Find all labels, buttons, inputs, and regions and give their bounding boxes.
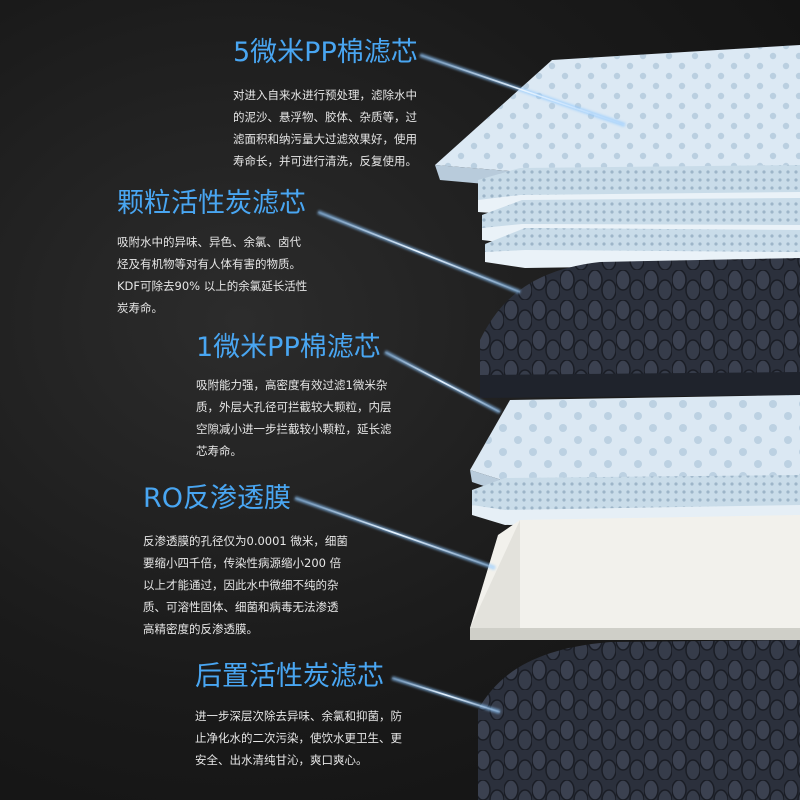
desc-line: 要缩小四千倍，传染性病源缩小200 倍 [143, 556, 342, 570]
desc-line: 安全、出水清纯甘沁，爽口爽心。 [195, 753, 368, 767]
layer-desc-granular-carbon: 吸附水中的异味、异色、余氯、卤代 烃及有机物等对有人体有害的物质。 KDF可除去… [117, 231, 307, 319]
desc-line: 吸附水中的异味、异色、余氯、卤代 [117, 235, 301, 249]
desc-line: 以上才能通过，因此水中微细不纯的杂 [143, 578, 339, 592]
pp-pleated-sheets [478, 165, 800, 268]
carbon-mat-lower [478, 640, 800, 800]
layer-title-pp1: 1微米PP棉滤芯 [196, 332, 381, 363]
layer-title-granular-carbon: 颗粒活性炭滤芯 [117, 188, 306, 219]
desc-line: 空隙减小进一步拦截较小颗粒，延长滤 [196, 422, 392, 436]
pointer-lines [294, 53, 626, 714]
desc-line: 寿命长，并可进行清洗，反复使用。 [233, 154, 417, 168]
pp-1-micron-sheet [470, 395, 800, 525]
layer-title-pp5: 5微米PP棉滤芯 [233, 37, 418, 68]
layer-title-post-carbon: 后置活性炭滤芯 [195, 661, 384, 692]
desc-line: KDF可除去90% 以上的余氯延长活性 [117, 279, 308, 293]
desc-line: 高精密度的反渗透膜。 [143, 622, 258, 636]
layer-desc-pp1: 吸附能力强，高密度有效过滤1微米杂 质，外层大孔径可拦截较大颗粒，内层 空隙减小… [196, 374, 392, 462]
desc-line: 吸附能力强，高密度有效过滤1微米杂 [196, 378, 388, 392]
desc-line: 进一步深层次除去异味、余氯和抑菌，防 [195, 709, 402, 723]
layer-desc-ro-membrane: 反渗透膜的孔径仅为0.0001 微米，细菌 要缩小四千倍，传染性病源缩小200 … [143, 530, 348, 640]
desc-line: 止净化水的二次污染，使饮水更卫生、更 [195, 731, 402, 745]
ro-membrane-slab [470, 515, 800, 640]
layer-title-ro-membrane: RO反渗透膜 [143, 483, 292, 514]
desc-line: 质，外层大孔径可拦截较大颗粒，内层 [196, 400, 392, 414]
layer-desc-post-carbon: 进一步深层次除去异味、余氯和抑菌，防 止净化水的二次污染，使饮水更卫生、更 安全… [195, 705, 402, 771]
desc-line: 的泥沙、悬浮物、胶体、杂质等，过 [233, 110, 417, 124]
desc-line: 滤面积和纳污量大过滤效果好，使用 [233, 132, 417, 146]
carbon-mat-upper [480, 258, 800, 398]
desc-line: 反渗透膜的孔径仅为0.0001 微米，细菌 [143, 534, 348, 548]
layer-desc-pp5: 对进入自来水进行预处理，滤除水中 的泥沙、悬浮物、胶体、杂质等，过 滤面积和纳污… [233, 84, 417, 172]
desc-line: 芯寿命。 [196, 444, 242, 458]
desc-line: 质、可溶性固体、细菌和病毒无法渗透 [143, 600, 339, 614]
desc-line: 炭寿命。 [117, 301, 163, 315]
desc-line: 烃及有机物等对有人体有害的物质。 [117, 257, 301, 271]
desc-line: 对进入自来水进行预处理，滤除水中 [233, 88, 417, 102]
